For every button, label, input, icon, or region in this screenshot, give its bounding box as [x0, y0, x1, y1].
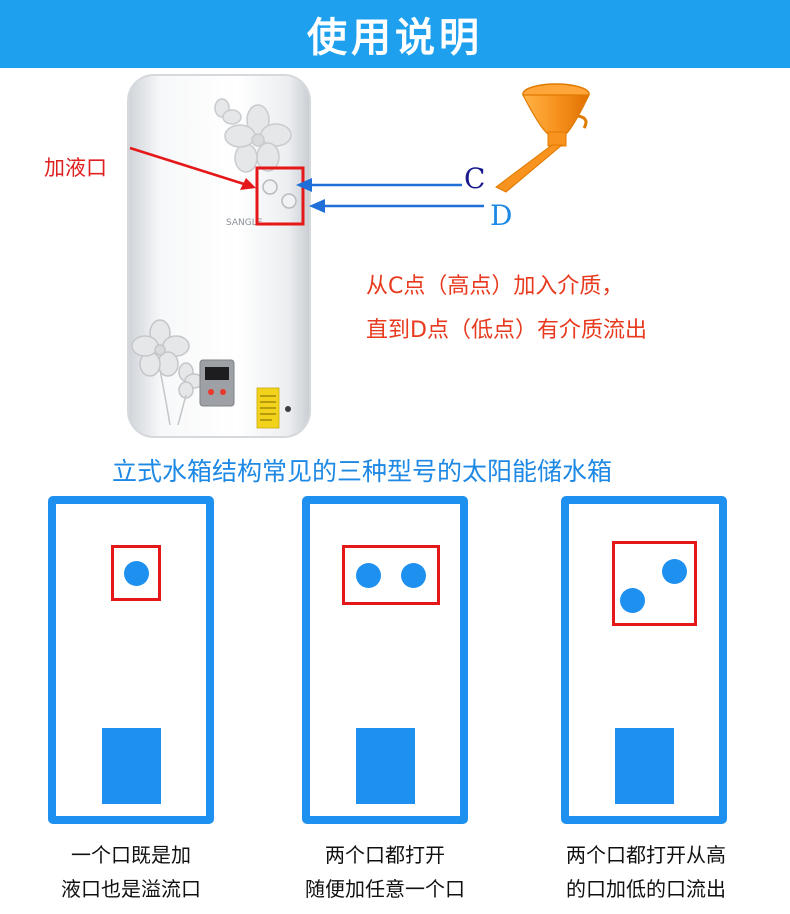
point-d-label: D	[490, 199, 513, 232]
port-d-icon	[281, 193, 297, 209]
port-icon	[124, 561, 149, 586]
instruction-line-2: 直到D点（低点）有介质流出	[366, 318, 647, 343]
fill-port-label: 加液口	[44, 156, 107, 180]
caption-line: 两个口都打开	[325, 843, 445, 867]
control-panel-block	[615, 728, 674, 804]
tank-diagram-single-port	[48, 496, 214, 824]
port-highlight-box	[111, 545, 161, 601]
caption-model-1: 一个口既是加 液口也是溢流口	[16, 838, 246, 906]
tank-diagram-diagonal-ports	[561, 496, 727, 824]
arrow-c	[296, 178, 462, 192]
title-banner: 使用说明	[0, 0, 790, 68]
section-subtitle: 立式水箱结构常见的三种型号的太阳能储水箱	[112, 457, 613, 486]
caption-line: 液口也是溢流口	[61, 877, 201, 901]
port-highlight-box	[342, 545, 440, 605]
brand-logo: SANGLE	[226, 218, 263, 228]
page-title: 使用说明	[307, 15, 483, 61]
flower-decoration	[131, 319, 204, 426]
control-panel-block	[102, 728, 161, 804]
funnel-icon	[495, 83, 590, 193]
control-panel-block	[356, 728, 415, 804]
caption-line: 两个口都打开从高	[566, 843, 726, 867]
tank-diagram-horizontal-ports	[302, 496, 468, 824]
port-highlight-box	[612, 541, 697, 626]
port-icon	[356, 563, 381, 588]
point-c-label: C	[464, 162, 486, 195]
port-icon	[620, 588, 645, 613]
caption-line: 一个口既是加	[71, 843, 191, 867]
water-heater: SANGLE	[127, 74, 311, 438]
arrow-d	[309, 199, 484, 213]
warning-label	[256, 387, 280, 429]
drain-icon	[285, 406, 291, 412]
caption-line: 随便加任意一个口	[305, 877, 465, 901]
caption-line: 的口加低的口流出	[566, 877, 726, 901]
instruction-line-1: 从C点（高点）加入介质，	[366, 274, 624, 299]
fill-port-arrow	[129, 146, 256, 190]
port-icon	[662, 559, 687, 584]
port-icon	[401, 563, 426, 588]
port-highlight-box	[255, 166, 305, 226]
caption-model-2: 两个口都打开 随便加任意一个口	[270, 838, 500, 906]
port-c-icon	[262, 179, 278, 195]
flower-decoration	[214, 98, 292, 173]
control-panel	[199, 359, 235, 407]
caption-model-3: 两个口都打开从高 的口加低的口流出	[531, 838, 761, 906]
